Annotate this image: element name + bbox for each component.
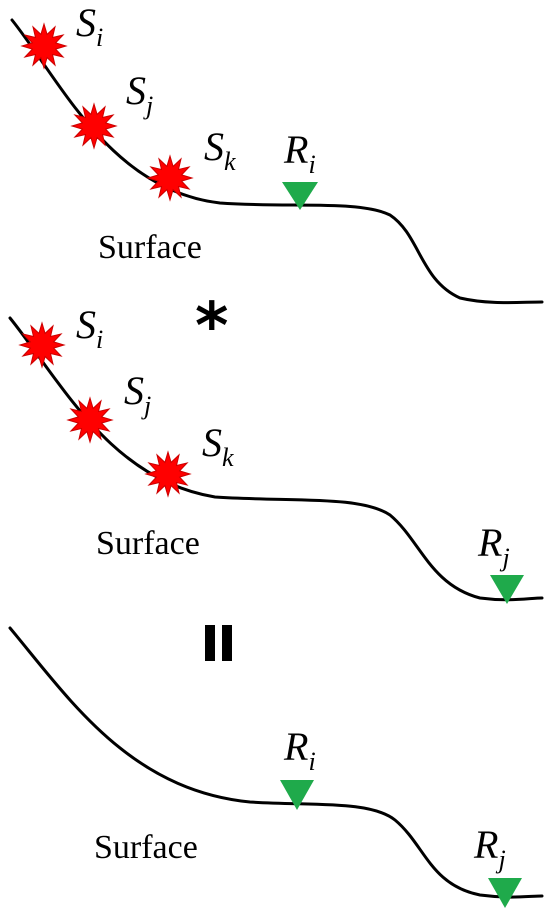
source-si-marker xyxy=(18,321,66,369)
receiver-ri-marker xyxy=(280,780,314,810)
panel-middle: Si Sj Sk Rj Surface xyxy=(8,302,544,604)
receiver-rj-marker xyxy=(490,575,524,604)
surface-curve-middle xyxy=(8,316,544,602)
surface-curve-bottom xyxy=(8,626,544,899)
receiver-ri-marker xyxy=(282,182,318,210)
source-sk-marker xyxy=(146,154,194,202)
convolution-symbol: * xyxy=(195,290,228,364)
receiver-label-rj: Rj xyxy=(477,520,510,572)
equals-symbol: = xyxy=(0,0,232,661)
panel-top: Si Sj Sk Ri Surface xyxy=(10,0,544,305)
surface-label-middle: Surface xyxy=(96,525,200,562)
equals-symbol-text: = xyxy=(0,0,1,1)
surface-curve-top xyxy=(10,18,544,305)
receiver-label-ri: Ri xyxy=(283,127,316,179)
surface-label-top: Surface xyxy=(98,229,202,266)
panel-bottom: Ri Rj Surface xyxy=(8,626,544,908)
receiver-rj-marker xyxy=(488,878,522,908)
receiver-label-ri: Ri xyxy=(283,724,316,776)
source-label-sk: Sk xyxy=(204,124,236,176)
source-label-sj: Sj xyxy=(124,368,151,420)
source-sj-marker xyxy=(66,396,114,444)
source-sk-marker xyxy=(144,450,192,498)
receiver-label-rj: Rj xyxy=(473,822,506,874)
surface-label-bottom: Surface xyxy=(94,829,198,866)
source-sj-marker xyxy=(70,102,118,150)
source-si-marker xyxy=(20,22,68,70)
source-label-si: Si xyxy=(76,302,103,354)
source-label-si: Si xyxy=(76,0,103,52)
source-label-sk: Sk xyxy=(202,420,234,472)
source-label-sj: Sj xyxy=(126,68,153,120)
